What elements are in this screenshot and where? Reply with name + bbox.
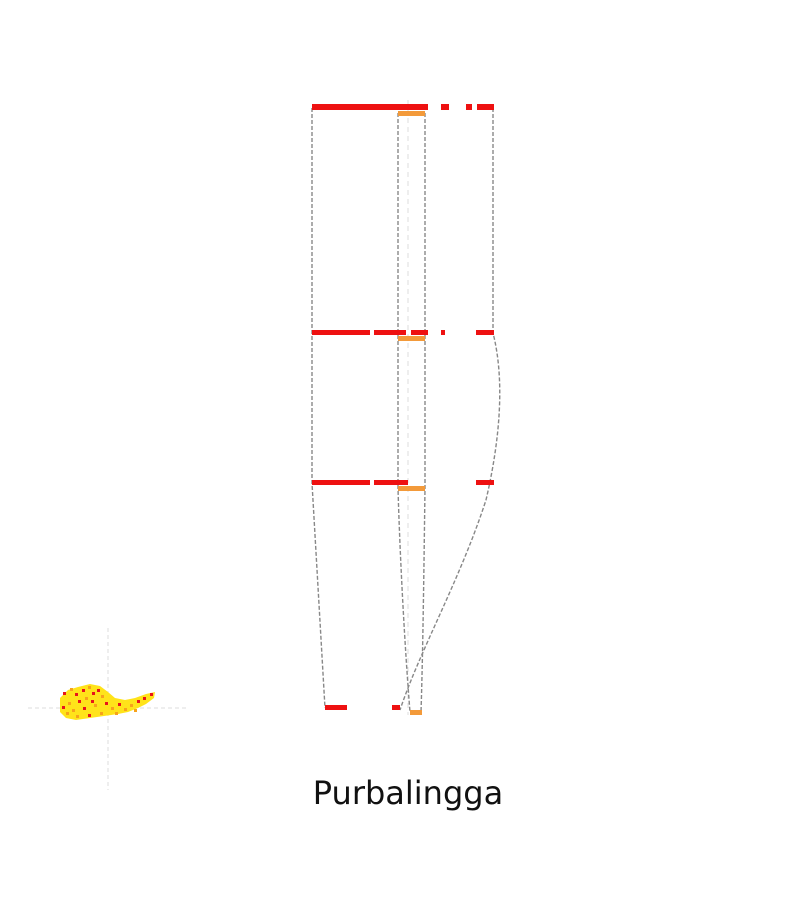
- bar-segment-highlight: [398, 336, 425, 341]
- bar-segment: [466, 104, 472, 110]
- bar-segment: [325, 705, 347, 710]
- bar-segment: [312, 480, 370, 485]
- bar-segment: [374, 330, 406, 335]
- connector-left: [311, 108, 326, 709]
- bar-row-2: [312, 330, 494, 341]
- bar-segment-highlight: [410, 710, 422, 715]
- region-name-label: Purbalingga: [312, 774, 504, 812]
- bar-segment: [374, 480, 408, 485]
- region-map-thumbnail: [28, 628, 188, 790]
- bar-row-1: [312, 104, 494, 116]
- connector-right: [399, 108, 501, 711]
- bar-segment: [476, 480, 494, 485]
- bar-segment: [411, 330, 428, 335]
- bar-segment: [392, 705, 400, 710]
- bar-segment-highlight: [398, 486, 425, 491]
- bar-segment: [312, 330, 370, 335]
- region-shape-pixels: [62, 686, 153, 718]
- bar-segment: [312, 104, 428, 110]
- bar-segment-highlight: [398, 111, 425, 116]
- bar-row-3: [312, 480, 494, 491]
- bar-segment: [441, 104, 449, 110]
- bar-row-4: [325, 705, 422, 715]
- connector-inner-right: [420, 113, 426, 713]
- connector-inner-left: [397, 113, 411, 713]
- bar-segment: [477, 104, 494, 110]
- bar-segment: [441, 330, 445, 335]
- bar-segment: [476, 330, 494, 335]
- connector-paths: [311, 108, 501, 713]
